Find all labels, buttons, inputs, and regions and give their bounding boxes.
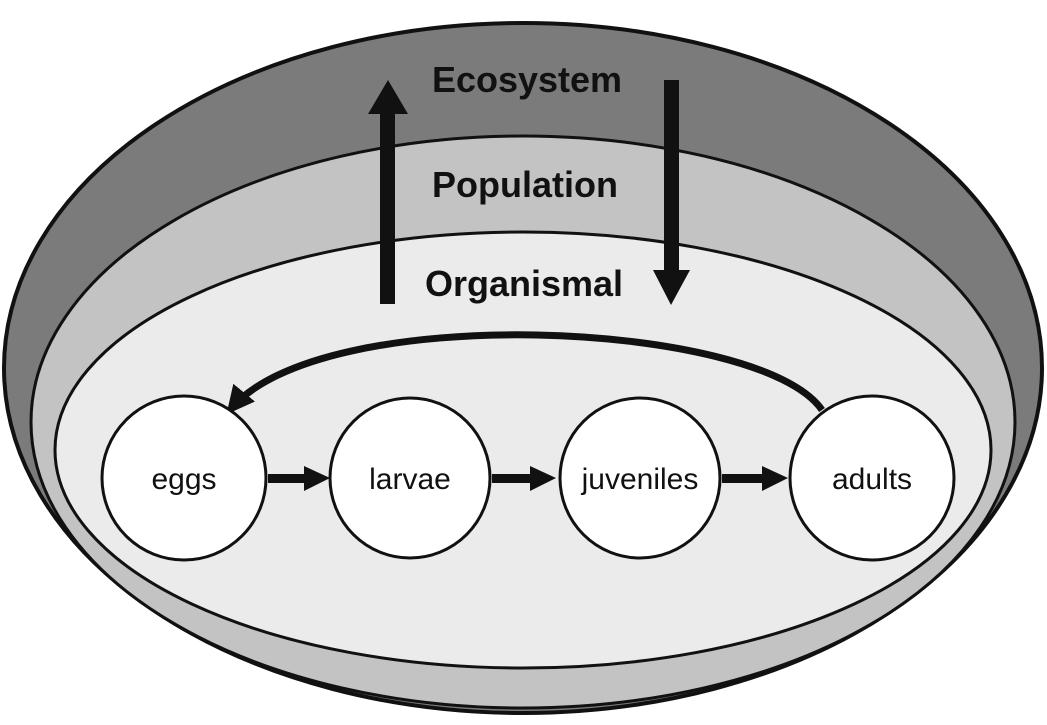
down-arrow-icon — [653, 80, 690, 305]
right-arrow-icon — [492, 466, 556, 491]
stage-label: larvae — [369, 463, 451, 496]
population-label: Population — [432, 164, 618, 205]
stage-juveniles: juveniles — [558, 396, 722, 560]
up-arrow-icon — [368, 80, 408, 304]
organismal-level-ellipse — [53, 230, 993, 670]
right-arrow-icon — [722, 466, 788, 491]
right-arrow-icon — [268, 466, 330, 491]
stage-label: eggs — [151, 463, 216, 496]
curved-return-arrow-icon — [226, 331, 825, 415]
stage-adults: adults — [788, 394, 956, 562]
ecosystem-label: Ecosystem — [432, 59, 622, 100]
stage-label: adults — [832, 463, 912, 496]
stage-eggs: eggs — [100, 394, 268, 562]
stage-label: juveniles — [581, 463, 699, 496]
organismal-label: Organismal — [425, 263, 623, 304]
stage-larvae: larvae — [328, 396, 492, 560]
